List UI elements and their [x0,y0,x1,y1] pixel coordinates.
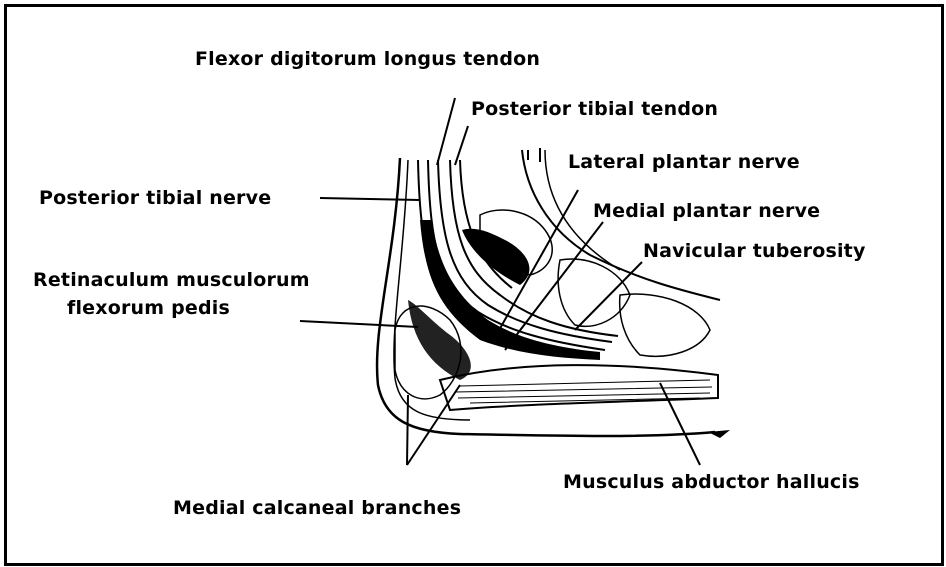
label-medial-plantar-nerve: Medial plantar nerve [593,199,820,223]
label-flexor-digitorum-longus-tendon: Flexor digitorum longus tendon [195,47,540,71]
label-posterior-tibial-nerve: Posterior tibial nerve [39,186,271,210]
label-posterior-tibial-tendon: Posterior tibial tendon [471,97,718,121]
label-medial-calcaneal-branches: Medial calcaneal branches [173,496,461,520]
label-musculus-abductor-hallucis: Musculus abductor hallucis [563,470,860,494]
label-lateral-plantar-nerve: Lateral plantar nerve [568,150,800,174]
label-retinaculum-line2: flexorum pedis [67,296,230,320]
label-retinaculum-line1: Retinaculum musculorum [33,268,310,292]
label-navicular-tuberosity: Navicular tuberosity [643,239,866,263]
